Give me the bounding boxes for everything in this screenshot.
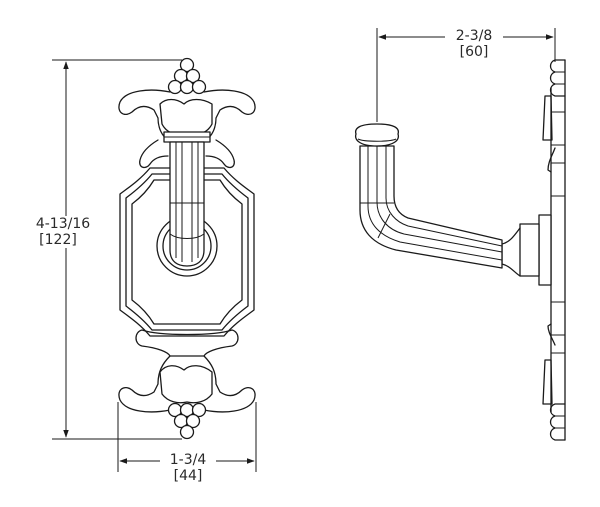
- height-imperial: 4-13/16: [35, 216, 91, 232]
- height-dimension: [52, 59, 182, 440]
- front-view: [118, 57, 256, 440]
- width-imperial: 1-3/4: [169, 452, 207, 468]
- projection-metric: [60]: [459, 44, 489, 60]
- width-dimension-label: 1-3/4 [44]: [160, 452, 216, 484]
- projection-dimension-label: 2-3/8 [60]: [445, 28, 503, 60]
- height-dimension-label: 4-13/16 [122]: [28, 216, 98, 248]
- side-view: [354, 59, 566, 441]
- projection-imperial: 2-3/8: [455, 28, 493, 44]
- bottom-grape-cluster: [167, 402, 207, 440]
- height-metric: [122]: [39, 232, 77, 248]
- top-grape-cluster: [167, 57, 207, 95]
- width-metric: [44]: [173, 468, 203, 484]
